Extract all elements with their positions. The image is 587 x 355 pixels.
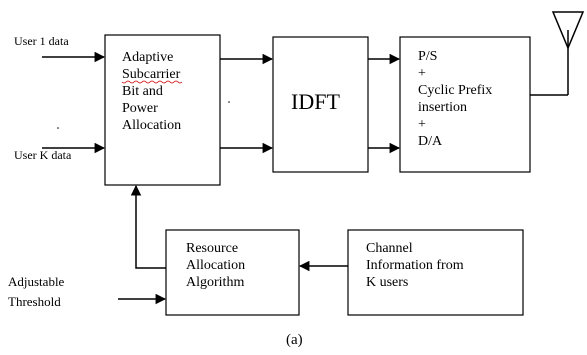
feedback-arrow: [130, 184, 166, 269]
idft-label: IDFT: [291, 89, 340, 114]
figure-caption: (a): [286, 332, 303, 348]
ellipsis-dot: [57, 127, 59, 129]
resource-allocation-label: Resource Allocation Algorithm: [186, 241, 246, 290]
ps-cp-da-block: [399, 36, 531, 173]
adaptive-allocation-label: Adaptive Subcarrier Bit and Power Alloca…: [122, 50, 182, 133]
channel-info-label: Channel Information from K users: [366, 241, 464, 290]
idft-block: [272, 36, 369, 173]
threshold-label: Adjustable Threshold: [8, 274, 65, 309]
resource-allocation-block: [165, 229, 300, 316]
userk-label: User K data: [14, 148, 72, 162]
user1-label: User 1 data: [14, 34, 69, 48]
channel-info-block: [347, 229, 524, 316]
ellipsis-dot: [228, 101, 230, 103]
ps-cp-da-label: P/S + Cyclic Prefix insertion + D/A: [418, 49, 493, 149]
adaptive-allocation-block: [104, 34, 221, 186]
antenna-icon: [551, 11, 585, 50]
spellcheck-underline: [121, 80, 183, 84]
